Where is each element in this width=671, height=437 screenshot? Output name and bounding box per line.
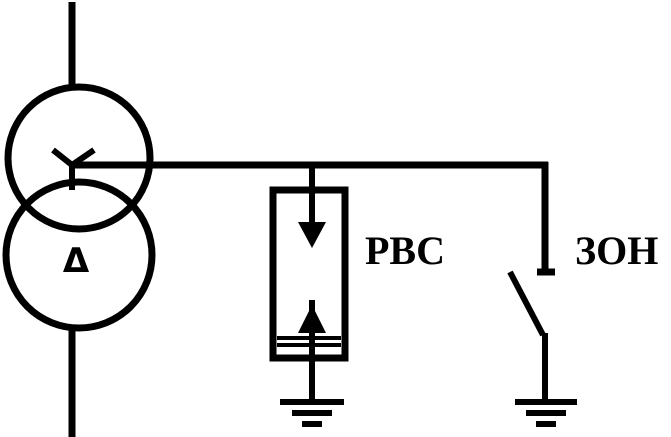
grounding-switch-label: ЗОН [575,228,658,273]
arrester-ground-icon [280,399,344,427]
switch-ground-icon [515,399,577,427]
transformer-lower-winding [2,178,156,332]
delta-winding-icon: Δ [63,241,90,281]
transformer-upper-winding [4,83,154,233]
arrester-label: РВС [365,228,445,273]
surge-arrester-icon [269,162,349,402]
arrester-down-arrow [298,222,326,248]
transformer-icon [2,2,156,437]
arrester-up-arrow [298,305,326,333]
grounding-switch-icon [507,268,555,402]
